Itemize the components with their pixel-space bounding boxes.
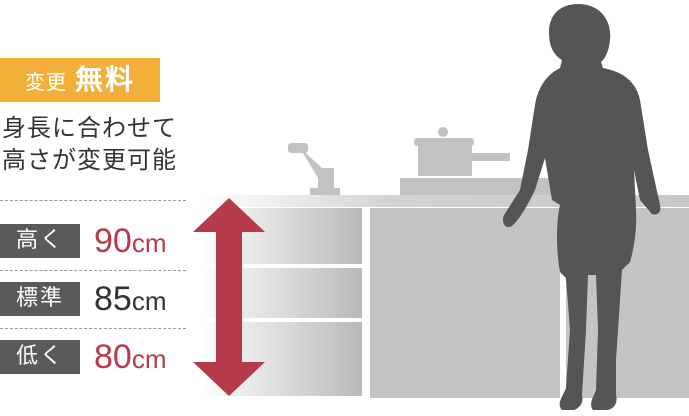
- height-row-low: 低く 80cm: [0, 334, 190, 380]
- height-tag: 標準: [0, 282, 80, 316]
- divider: [0, 270, 186, 271]
- free-change-badge: 変更 無料: [0, 58, 160, 102]
- description-line-1: 身長に合わせて: [2, 114, 177, 142]
- description-line-2: 高さが変更可能: [2, 146, 177, 174]
- height-value: 85cm: [94, 279, 167, 318]
- pot-icon: [400, 127, 555, 196]
- person-silhouette-icon: [502, 4, 661, 410]
- divider: [0, 328, 186, 329]
- description: 身長に合わせて 高さが変更可能: [2, 112, 202, 176]
- faucet-icon: [288, 143, 340, 198]
- height-tag: 高く: [0, 224, 80, 258]
- divider: [0, 200, 186, 201]
- height-row-standard: 標準 85cm: [0, 276, 190, 322]
- height-value: 90cm: [94, 221, 167, 260]
- badge-big-text: 無料: [74, 63, 135, 96]
- cabinet-door: [370, 208, 560, 398]
- height-row-high: 高く 90cm: [0, 218, 190, 264]
- height-tag: 低く: [0, 340, 80, 374]
- height-value: 80cm: [94, 337, 167, 376]
- height-arrow-icon: [193, 198, 265, 396]
- badge-small-text: 変更: [24, 70, 67, 94]
